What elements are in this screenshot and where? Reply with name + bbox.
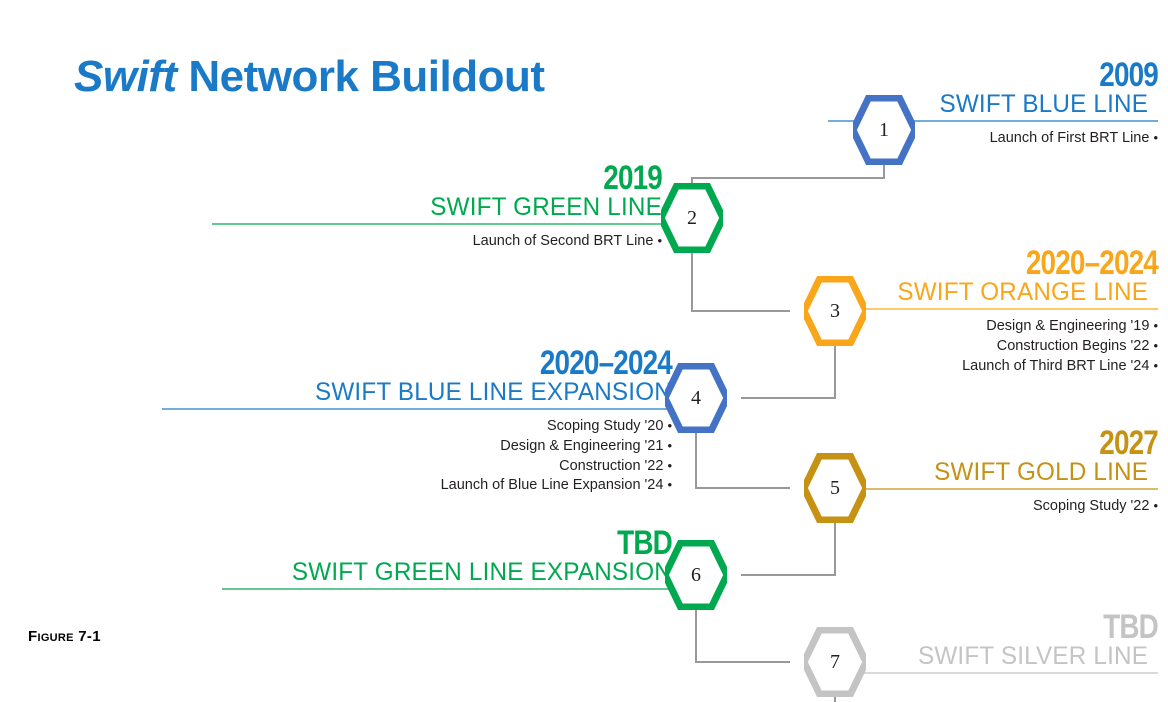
bullet-text: Launch of Blue Line Expansion '24: [440, 477, 664, 494]
hexagon-shape: [804, 453, 866, 523]
timeline-node-5[interactable]: 5: [804, 453, 866, 523]
entry-name: SWIFT GOLD LINE: [934, 458, 1149, 487]
timeline-node-1[interactable]: 1: [853, 95, 915, 165]
timeline-node-2[interactable]: 2: [661, 183, 723, 253]
list-item: Launch of First BRT Line•: [828, 129, 1158, 149]
bullet-text: Launch of Third BRT Line '24: [962, 357, 1150, 374]
timeline-node-number: 2: [687, 206, 697, 229]
entry-bullets: Scoping Study '20• Design & Engineering …: [162, 417, 672, 496]
bullet-dot-icon: •: [667, 477, 672, 493]
timeline-node-number: 3: [830, 299, 840, 322]
entry-name: SWIFT GREEN LINE: [430, 193, 662, 222]
bullet-text: Launch of Second BRT Line: [472, 233, 654, 250]
bullet-dot-icon: •: [667, 437, 672, 453]
entry-rule: [828, 120, 1158, 123]
timeline-node-number: 4: [691, 386, 701, 409]
bullet-text: Design & Engineering '19: [986, 318, 1150, 335]
bullet-dot-icon: •: [657, 233, 662, 249]
hexagon-shape: [665, 540, 727, 610]
timeline-entry-4: 2020–2024 SWIFT BLUE LINE EXPANSION Scop…: [162, 344, 673, 496]
list-item: Construction Begins '22•: [828, 337, 1158, 357]
bullet-text: Scoping Study '22: [1033, 498, 1150, 515]
entry-year: 2027: [1099, 424, 1159, 462]
bullet-text: Construction Begins '22: [996, 337, 1150, 354]
bullet-dot-icon: •: [1153, 130, 1158, 146]
entry-name: SWIFT SILVER LINE: [917, 642, 1149, 671]
entry-year: 2020–2024: [539, 344, 673, 382]
bullet-text: Scoping Study '20: [547, 418, 664, 435]
bullet-dot-icon: •: [1153, 498, 1158, 514]
list-item: Design & Engineering '19•: [828, 317, 1158, 337]
list-item: Scoping Study '20•: [162, 417, 672, 437]
timeline-node-number: 1: [879, 118, 889, 141]
timeline-entry-6: TBD SWIFT GREEN LINE EXPANSION: [222, 524, 673, 591]
bullet-dot-icon: •: [1153, 318, 1158, 334]
timeline-entry-7: TBD SWIFT SILVER LINE: [828, 608, 1159, 675]
entry-name: SWIFT BLUE LINE: [939, 90, 1149, 119]
hexagon-shape: [665, 363, 727, 433]
hexagon-shape: [804, 627, 866, 697]
bullet-dot-icon: •: [1153, 357, 1158, 373]
entry-year: 2009: [1099, 56, 1159, 94]
entry-rule: [212, 223, 662, 226]
timeline-node-number: 6: [691, 563, 701, 586]
entry-rule: [828, 672, 1158, 675]
timeline-entry-1: 2009 SWIFT BLUE LINE Launch of First BRT…: [828, 56, 1159, 149]
bullet-dot-icon: •: [1153, 337, 1158, 353]
list-item: Scoping Study '22•: [828, 497, 1158, 517]
entry-year: 2020–2024: [1025, 244, 1159, 282]
timeline-node-4[interactable]: 4: [665, 363, 727, 433]
timeline-node-number: 5: [830, 476, 840, 499]
bullet-text: Construction '22: [559, 457, 664, 474]
hexagon-shape: [661, 183, 723, 253]
list-item: Launch of Blue Line Expansion '24•: [162, 476, 672, 496]
entry-year: 2019: [603, 159, 663, 197]
bullet-text: Launch of First BRT Line: [989, 130, 1150, 147]
entry-rule: [828, 488, 1158, 491]
title-rest: Network Buildout: [176, 52, 545, 101]
timeline-node-7[interactable]: 7: [804, 627, 866, 697]
entry-rule: [222, 588, 672, 591]
hexagon-shape: [853, 95, 915, 165]
entry-name: SWIFT BLUE LINE EXPANSION: [314, 378, 672, 407]
bullet-dot-icon: •: [667, 418, 672, 434]
timeline-node-6[interactable]: 6: [665, 540, 727, 610]
list-item: Launch of Second BRT Line•: [212, 232, 662, 252]
bullet-text: Design & Engineering '21: [500, 437, 664, 454]
timeline-node-3[interactable]: 3: [804, 276, 866, 346]
list-item: Launch of Third BRT Line '24•: [828, 357, 1158, 377]
timeline-entry-2: 2019 SWIFT GREEN LINE Launch of Second B…: [212, 159, 663, 252]
hexagon-shape: [804, 276, 866, 346]
timeline-entry-5: 2027 SWIFT GOLD LINE Scoping Study '22•: [828, 424, 1159, 517]
entry-bullets: Design & Engineering '19• Construction B…: [828, 317, 1158, 376]
entry-bullets: Launch of Second BRT Line•: [212, 232, 662, 252]
page-title: Swift Network Buildout: [74, 52, 545, 102]
entry-bullets: Scoping Study '22•: [828, 497, 1158, 517]
timeline-node-number: 7: [830, 650, 840, 673]
entry-year: TBD: [617, 524, 673, 562]
timeline-entry-3: 2020–2024 SWIFT ORANGE LINE Design & Eng…: [828, 244, 1159, 376]
entry-name: SWIFT GREEN LINE EXPANSION: [291, 558, 672, 587]
entry-rule: [162, 408, 672, 411]
list-item: Design & Engineering '21•: [162, 437, 672, 457]
title-emphasis: Swift: [74, 52, 177, 101]
figure-caption: Figure 7-1: [28, 628, 101, 645]
entry-year: TBD: [1103, 608, 1159, 646]
entry-rule: [828, 308, 1158, 311]
entry-bullets: Launch of First BRT Line•: [828, 129, 1158, 149]
bullet-dot-icon: •: [667, 457, 672, 473]
list-item: Construction '22•: [162, 457, 672, 477]
entry-name: SWIFT ORANGE LINE: [897, 278, 1149, 307]
